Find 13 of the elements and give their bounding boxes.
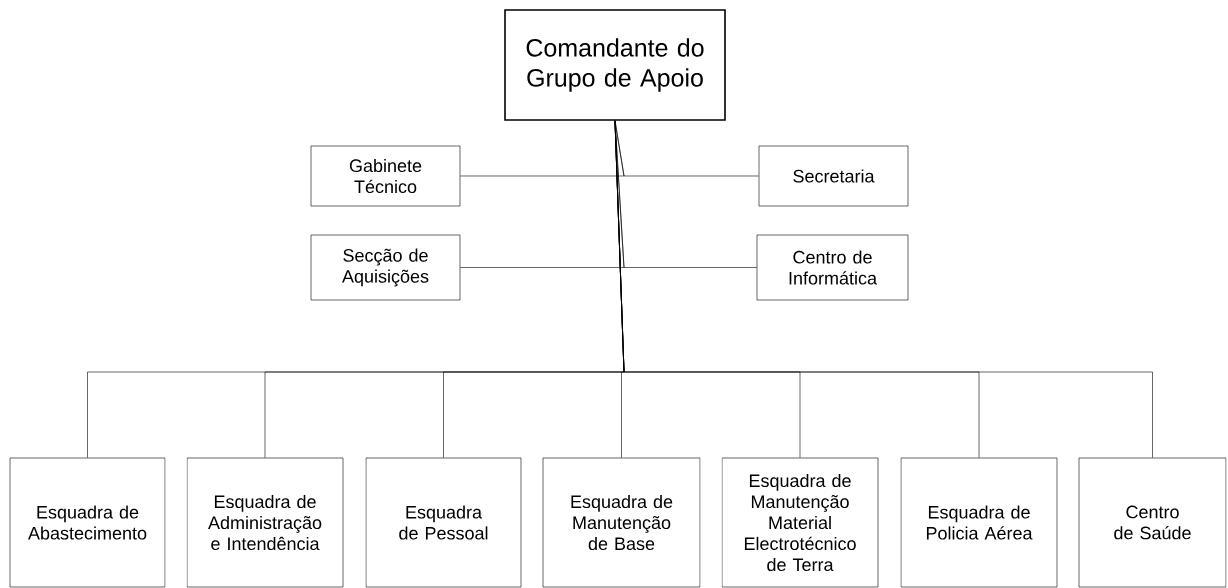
unit-box: Esquadra de Manutenção Material Electrotécnico de Terra [721,457,879,588]
unit-box: Esquadra de Pessoal [365,457,522,588]
unit-box: Esquadra de Manutenção de Base [542,457,701,588]
staff-box: Secretaria [758,145,909,207]
staff-box: Secção de Aquisições [310,234,461,301]
commander-box: Comandante do Grupo de Apoio [504,9,726,121]
staff-box: Gabinete Técnico [310,145,461,207]
unit-box: Centro de Saúde [1078,457,1227,588]
unit-box: Esquadra de Abastecimento [9,457,166,588]
unit-box: Esquadra de Policia Aérea [900,457,1058,588]
connector-line [614,120,1153,458]
unit-box: Esquadra de Administração e Intendência [186,457,344,588]
staff-box: Centro de Informática [756,234,909,301]
